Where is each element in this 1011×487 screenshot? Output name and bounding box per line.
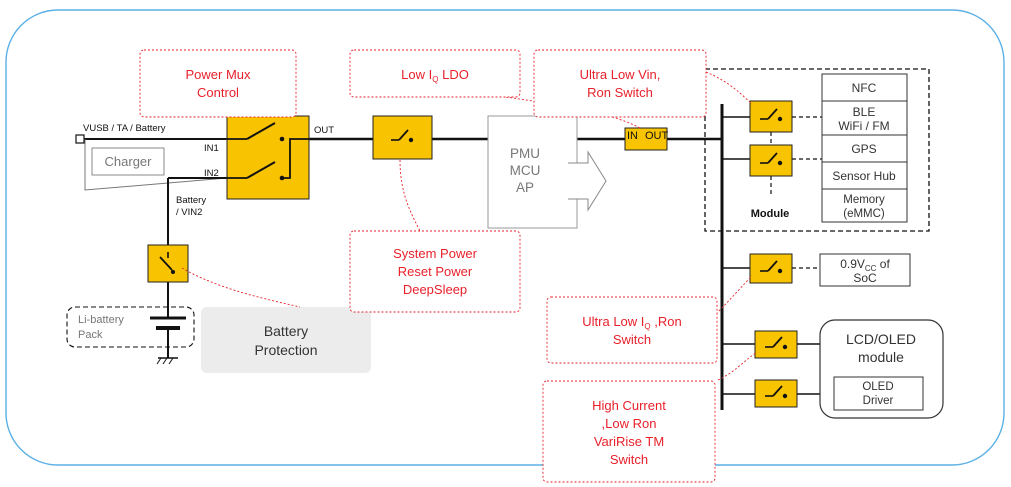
module-item-label: Memory: [843, 194, 885, 206]
pmu-block: PMU MCU AP: [487, 115, 607, 229]
module-switch-1: [749, 100, 793, 133]
callout-power-mux-1: Power Mux: [185, 67, 251, 82]
soc-label-2: SoC: [853, 271, 877, 285]
callout-ultra-low-iq: [546, 296, 718, 364]
module-item-label: BLE: [853, 105, 876, 119]
ldo-switch-in-label: IN: [627, 130, 638, 142]
battery-vin2-label-1: Battery: [176, 195, 206, 206]
callout-high-current-3: Switch: [610, 452, 648, 467]
diagram-frame: [5, 9, 1005, 466]
battery-protection-box: [201, 307, 371, 373]
module-items: NFC BLE WiFi / FM GPS Sensor Hub Memory …: [821, 73, 908, 223]
module-item-gps: [821, 134, 908, 163]
pmu-label-2: MCU: [510, 163, 541, 178]
lcd-title-1: LCD/OLED: [846, 331, 916, 347]
soc-label-1: 0.9VCC of: [840, 257, 890, 273]
callout-ultra-low-iq-2: Switch: [613, 332, 651, 347]
callout-low-iq-ldo: [349, 49, 521, 98]
module-item-label: WiFi / FM: [838, 119, 889, 133]
callout-system-power-1: System Power: [393, 246, 477, 261]
ldo-switch: [372, 115, 433, 160]
callout-high-current-title: High Current: [592, 398, 666, 413]
charger-box: [91, 147, 165, 176]
mux-out-label: OUT: [314, 125, 334, 136]
module-item-memory: [821, 188, 908, 223]
module-item-ble: [821, 100, 908, 136]
module-dashes: [770, 116, 822, 196]
battery-vin2-label-2: / VIN2: [176, 207, 202, 218]
lcd-switch-2: [754, 379, 798, 408]
lcd-title-2: module: [858, 349, 904, 365]
in1-label: IN1: [204, 143, 219, 154]
callout-power-mux: [139, 49, 297, 118]
input-source-label: VUSB / TA / Battery: [83, 123, 166, 134]
module-item-label: GPS: [851, 142, 876, 156]
callout-system-power: [349, 230, 521, 313]
main-wires: [83, 104, 755, 410]
pmu-label-3: AP: [516, 180, 534, 195]
soc-switch: [749, 253, 793, 284]
module-switch-2: [749, 144, 793, 177]
callout-low-iq-ldo-text: Low IQ LDO: [401, 67, 469, 84]
oled-driver-label-2: Driver: [863, 395, 894, 407]
callout-system-power-2: Reset Power: [398, 264, 473, 279]
callout-ultra-low-iq-1: Ultra Low IQ ,Ron: [582, 314, 681, 331]
ultra-low-vin-switch: IN OUT: [624, 127, 669, 151]
oled-driver-label-1: OLED: [862, 381, 893, 393]
callout-system-power-3: DeepSleep: [403, 282, 467, 297]
pmu-label-1: PMU: [510, 146, 540, 161]
callout-power-mux-2: Control: [197, 85, 239, 100]
lcd-switch-1: [754, 330, 798, 359]
battery-protection-label-1: Battery: [264, 323, 308, 339]
in2-label: IN2: [204, 168, 219, 179]
callout-ultra-low-vin-2: Ron Switch: [587, 85, 653, 100]
module-box: [704, 68, 930, 232]
battery-protect-switch: [147, 244, 189, 283]
callout-high-current: [542, 380, 716, 483]
module-item-label: (eMMC): [843, 208, 885, 220]
module-item-label: Sensor Hub: [832, 169, 896, 183]
battery-protection-label-2: Protection: [254, 342, 317, 358]
input-terminal: [75, 134, 85, 144]
oled-driver-box: [833, 376, 924, 411]
module-item-nfc: [821, 73, 908, 102]
module-title: Module: [751, 208, 790, 220]
module-item-label: NFC: [852, 81, 877, 95]
charger-label: Charger: [105, 154, 153, 169]
callout-ultra-low-vin: [533, 49, 707, 118]
ldo-switch-out-label: OUT: [645, 130, 669, 142]
li-battery-label-2: Pack: [78, 329, 103, 341]
callout-ultra-low-vin-1: Ultra Low Vin,: [580, 67, 661, 82]
module-item-sensor: [821, 161, 908, 190]
soc-box: [819, 253, 911, 287]
battery-symbol: [150, 316, 186, 365]
power-mux-switch: [226, 115, 310, 200]
li-battery-label-1: Li-battery: [78, 314, 124, 326]
callout-high-current-1: ,Low Ron: [602, 416, 657, 431]
callout-high-current-2: VariRise TM: [594, 434, 664, 449]
